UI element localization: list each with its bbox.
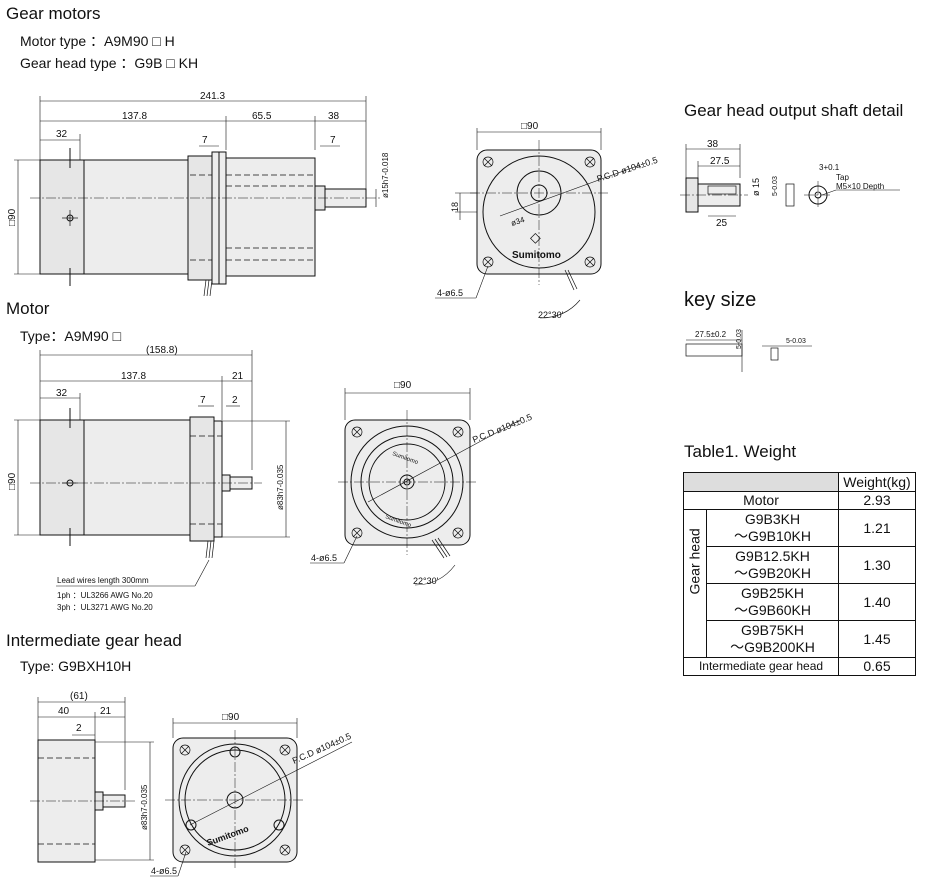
table-row-value: 1.30 <box>838 546 916 584</box>
intermediate-title: Intermediate gear head <box>6 631 182 650</box>
table-motor-value: 2.93 <box>838 491 916 510</box>
table-row-label: G9B25KH～G9B60KH <box>706 583 839 621</box>
motor-dim-21: 21 <box>232 371 244 382</box>
motor-dim-sq90-side: □90 <box>7 472 18 490</box>
table-row-value: 1.40 <box>838 583 916 621</box>
motor-side-view: (158.8) 137.8 21 32 7 2 ø83h7-0.035 □90 <box>7 345 290 587</box>
dim-7b: 7 <box>330 135 336 146</box>
holes-label-2: 4-ø6.5 <box>311 553 337 563</box>
dim-38: 38 <box>328 111 340 122</box>
intermediate-side-view: (61) 40 21 2 ø83h7-0.035 <box>30 691 154 863</box>
table-row-label: G9B3KH～G9B10KH <box>706 509 839 547</box>
shaft-detail-title: Gear head output shaft detail <box>684 101 904 120</box>
dim-shaft-15: ø15h7-0.018 <box>381 152 390 198</box>
sd-tap-size: M5×10 Depth <box>836 182 884 191</box>
dim-18: 18 <box>450 202 460 212</box>
gear-motor-front-view: □90 P.C.D ø104±0.5 ø34 18 Sumitomo ◇ 4-ø… <box>435 121 659 320</box>
key-size-drawing: 27.5±0.2 5-0.03 5-0.03 <box>685 329 812 372</box>
motor-dim-32: 32 <box>56 388 68 399</box>
pcd-label-1: P.C.D ø104±0.5 <box>596 155 659 184</box>
table-header-weight: Weight(kg) <box>838 472 916 492</box>
sumitomo-emblem-icon: ◇ <box>530 229 541 245</box>
table-intermediate-value: 0.65 <box>838 657 916 676</box>
key-dim-27: 27.5±0.2 <box>695 330 727 339</box>
inter-dim-sq90: □90 <box>222 712 240 723</box>
shaft-detail-drawing: 38 27.5 25 ø 15 5-0.03 3+0.1 Tap M5×10 D… <box>680 139 900 229</box>
holes-label-3: 4-ø6.5 <box>151 866 177 876</box>
table-row-label: G9B12.5KH～G9B20KH <box>706 546 839 584</box>
motor-title: Motor <box>6 299 50 318</box>
holes-label-1: 4-ø6.5 <box>437 288 463 298</box>
gear-motor-side-view: 241.3 137.8 65.5 38 32 7 7 <box>7 91 390 297</box>
table-gear-head-label: Gear head <box>683 509 707 658</box>
sd-dim-27: 27.5 <box>710 156 730 167</box>
table-intermediate-label: Intermediate gear head <box>683 657 839 676</box>
sd-dim-3: 3+0.1 <box>819 163 840 172</box>
inter-dim-40: 40 <box>58 706 70 717</box>
dim-158: (158.8) <box>146 345 178 356</box>
key-dim-5b: 5-0.03 <box>786 338 806 345</box>
sd-dim-25: 25 <box>716 218 728 229</box>
sd-dim-5: 5-0.03 <box>772 176 779 196</box>
key-dim-5a: 5-0.03 <box>736 329 743 349</box>
inter-dim-21: 21 <box>100 706 112 717</box>
pcd-label-2: P.C.D ø104±0.5 <box>471 412 533 445</box>
sd-tap: Tap <box>836 173 849 182</box>
table-row-value: 1.21 <box>838 509 916 547</box>
motor-dim-2: 2 <box>232 395 238 406</box>
motor-dim-137: 137.8 <box>121 371 146 382</box>
dim-137: 137.8 <box>122 111 147 122</box>
wire-3ph-label: 3ph ：UL3271 AWG No.20 <box>57 603 153 612</box>
pcd-label-3: P.C.D ø104±0.5 <box>291 731 353 766</box>
table-row-label: G9B75KH～G9B200KH <box>706 620 839 658</box>
motor-dim-sq90-front: □90 <box>394 380 412 391</box>
key-size-title: key size <box>684 289 757 311</box>
inter-dim-shaft: ø83h7-0.035 <box>140 784 149 830</box>
motor-type: Type：A9M90 □ <box>20 328 122 344</box>
dim-sq90-front: □90 <box>521 121 539 132</box>
sd-dim-15: ø 15 <box>751 178 761 196</box>
angle-label-2: 22°30' <box>413 576 439 586</box>
lead-wires-label: Lead wires length 300mm <box>57 576 149 585</box>
motor-type-label: Motor type ：A9M90 □ H <box>20 33 175 49</box>
sumitomo-logo-1: Sumitomo <box>512 250 561 261</box>
intermediate-front-view: □90 P.C.D ø104±0.5 Sumitomo 4-ø6.5 <box>150 712 353 877</box>
inter-dim-2: 2 <box>76 723 82 734</box>
weight-table: Weight(kg) Motor 2.93 Gear head G9B3KH～G… <box>683 472 916 676</box>
intermediate-type: Type: G9BXH10H <box>20 658 132 674</box>
dim-7a: 7 <box>202 135 208 146</box>
dim-34: ø34 <box>510 215 526 228</box>
motor-dim-shaft: ø83h7-0.035 <box>276 464 285 510</box>
dim-241: 241.3 <box>200 91 225 102</box>
table-motor-label: Motor <box>683 491 839 510</box>
motor-front-view: □90 P.C.D ø104±0.5 Sumitomo Sumitomo 4-ø… <box>310 380 533 586</box>
gear-head-type-label: Gear head type ：G9B □ KH <box>20 55 199 71</box>
motor-dim-7: 7 <box>200 395 206 406</box>
table-corner <box>683 472 839 492</box>
angle-label-1: 22°30' <box>538 310 564 320</box>
weight-table-title: Table1. Weight <box>684 442 797 461</box>
dim-65: 65.5 <box>252 111 272 122</box>
dim-sq90-side: □90 <box>7 208 18 226</box>
table-row-value: 1.45 <box>838 620 916 658</box>
inter-dim-61: (61) <box>70 691 88 702</box>
wire-1ph-label: 1ph ：UL3266 AWG No.20 <box>57 591 153 600</box>
gear-motors-title: Gear motors <box>6 4 101 23</box>
sd-dim-38: 38 <box>707 139 719 150</box>
dim-32: 32 <box>56 129 68 140</box>
